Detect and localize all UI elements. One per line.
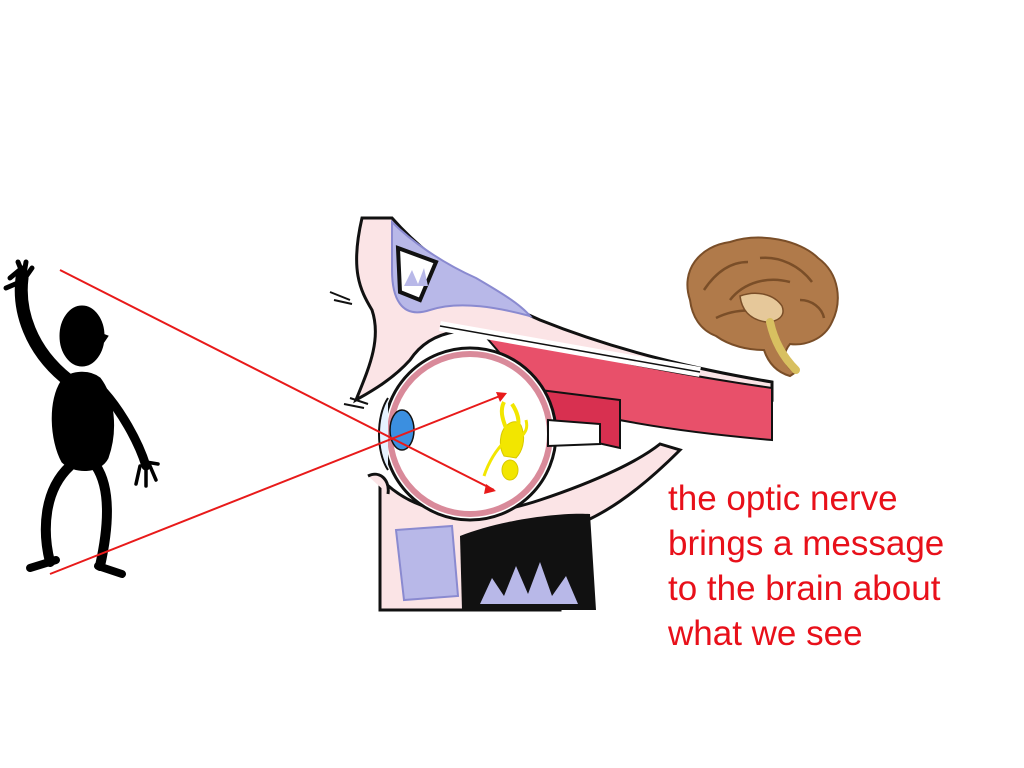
retina-image-icon bbox=[482, 401, 529, 481]
eye-cross-section-icon bbox=[329, 216, 774, 612]
caption-text: the optic nerve brings a message to the … bbox=[668, 476, 1008, 656]
caption-line-2: brings a message bbox=[668, 524, 945, 563]
ray-arrowhead-top bbox=[484, 484, 496, 494]
caption-line-1: the optic nerve bbox=[668, 479, 898, 518]
light-rays bbox=[49, 269, 507, 575]
ray-arrowhead-bottom bbox=[496, 392, 507, 402]
caption-line-4: what we see bbox=[668, 614, 863, 653]
waving-stick-figure-icon bbox=[3, 259, 160, 578]
light-ray-bottom bbox=[49, 393, 506, 575]
caption-line-3: to the brain about bbox=[668, 569, 941, 608]
light-ray-top bbox=[59, 269, 495, 491]
brain-icon bbox=[686, 236, 839, 378]
